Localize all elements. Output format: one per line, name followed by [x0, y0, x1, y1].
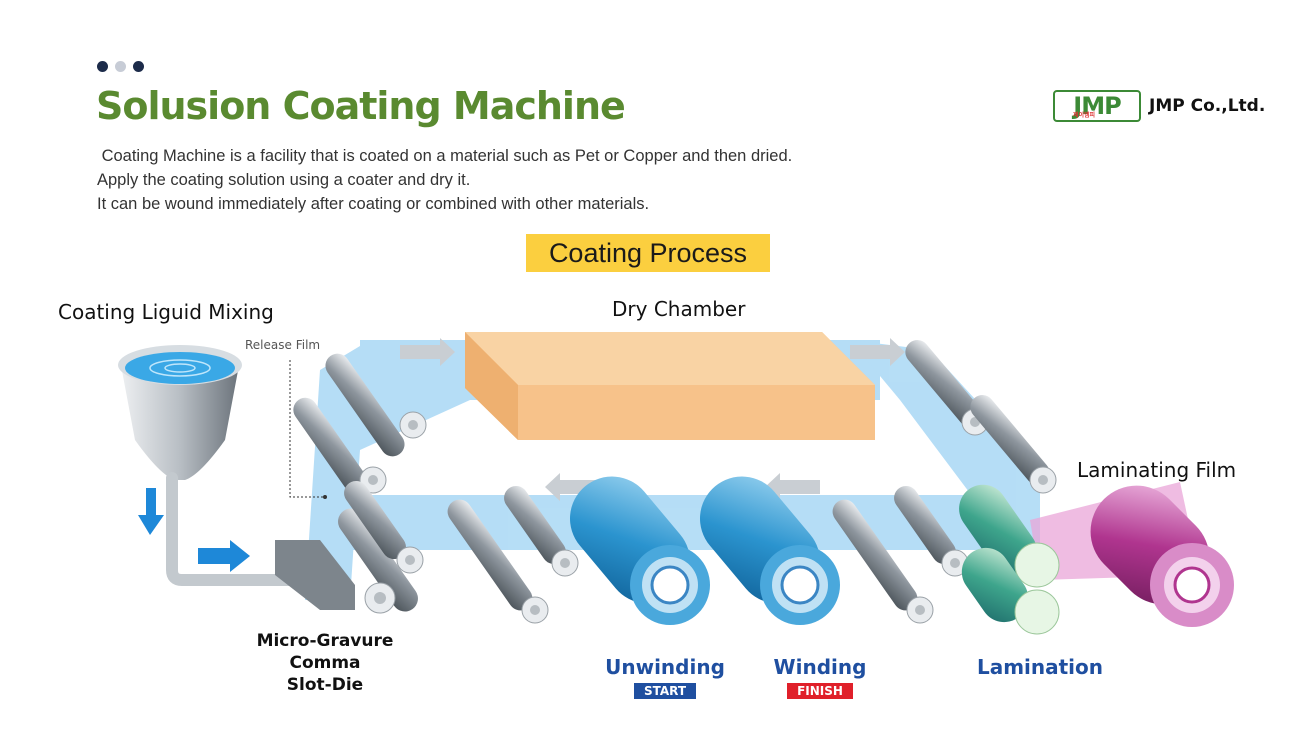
mixing-label: Coating Liguid Mixing — [58, 300, 274, 324]
stage-winding-name: Winding — [773, 655, 867, 679]
company-logo: JMP 제이엠피 JMP Co.,Ltd. — [1053, 90, 1265, 122]
stage-lamination: Lamination — [970, 655, 1110, 679]
description: Coating Machine is a facility that is co… — [97, 144, 792, 216]
coating-methods: Micro-Gravure Comma Slot-Die — [255, 630, 395, 696]
dot-1 — [97, 61, 108, 72]
description-line-3: It can be wound immediately after coatin… — [97, 195, 650, 213]
finish-badge: FINISH — [787, 683, 853, 699]
method-slot-die: Slot-Die — [286, 675, 364, 695]
unwinding-roll — [570, 476, 710, 625]
flow-arrow-icon — [198, 540, 250, 572]
release-film-label: Release Film — [245, 338, 321, 352]
dry-chamber — [465, 332, 875, 440]
coating-die — [275, 540, 355, 610]
method-comma: Comma — [289, 653, 361, 673]
dot-3 — [133, 61, 144, 72]
logo-mark: JMP 제이엠피 — [1053, 90, 1141, 122]
dry-chamber-label: Dry Chamber — [612, 297, 746, 321]
arrow-icon — [850, 338, 905, 366]
process-title: Coating Process — [526, 234, 770, 272]
stage-winding: Winding FINISH — [760, 655, 880, 699]
flow-arrow-icon — [138, 488, 164, 535]
method-micro-gravure: Micro-Gravure — [256, 631, 394, 651]
description-line-1: Coating Machine is a facility that is co… — [97, 147, 793, 165]
laminating-film-label: Laminating Film — [1077, 458, 1237, 482]
guide-rollers — [293, 340, 1057, 624]
laminating-film-roll — [1090, 485, 1234, 627]
logo-mark-subtext: 제이엠피 — [1073, 112, 1096, 119]
decorative-dots — [97, 61, 144, 72]
stage-unwinding-name: Unwinding — [605, 655, 725, 679]
winding-roll — [700, 476, 840, 625]
description-line-2: Apply the coating solution using a coate… — [97, 171, 471, 189]
page-title: Solusion Coating Machine — [96, 84, 626, 128]
stage-unwinding: Unwinding START — [600, 655, 730, 699]
mixing-tank — [118, 345, 296, 586]
start-badge: START — [633, 683, 697, 699]
dot-2 — [115, 61, 126, 72]
release-film-pointer — [289, 360, 325, 498]
arrow-icon — [765, 473, 820, 501]
stage-lamination-name: Lamination — [976, 655, 1104, 679]
lamination-rollers — [959, 484, 1060, 635]
logo-mark-text: JMP — [1073, 92, 1121, 120]
arrow-icon — [400, 338, 455, 366]
company-name: JMP Co.,Ltd. — [1149, 96, 1266, 116]
